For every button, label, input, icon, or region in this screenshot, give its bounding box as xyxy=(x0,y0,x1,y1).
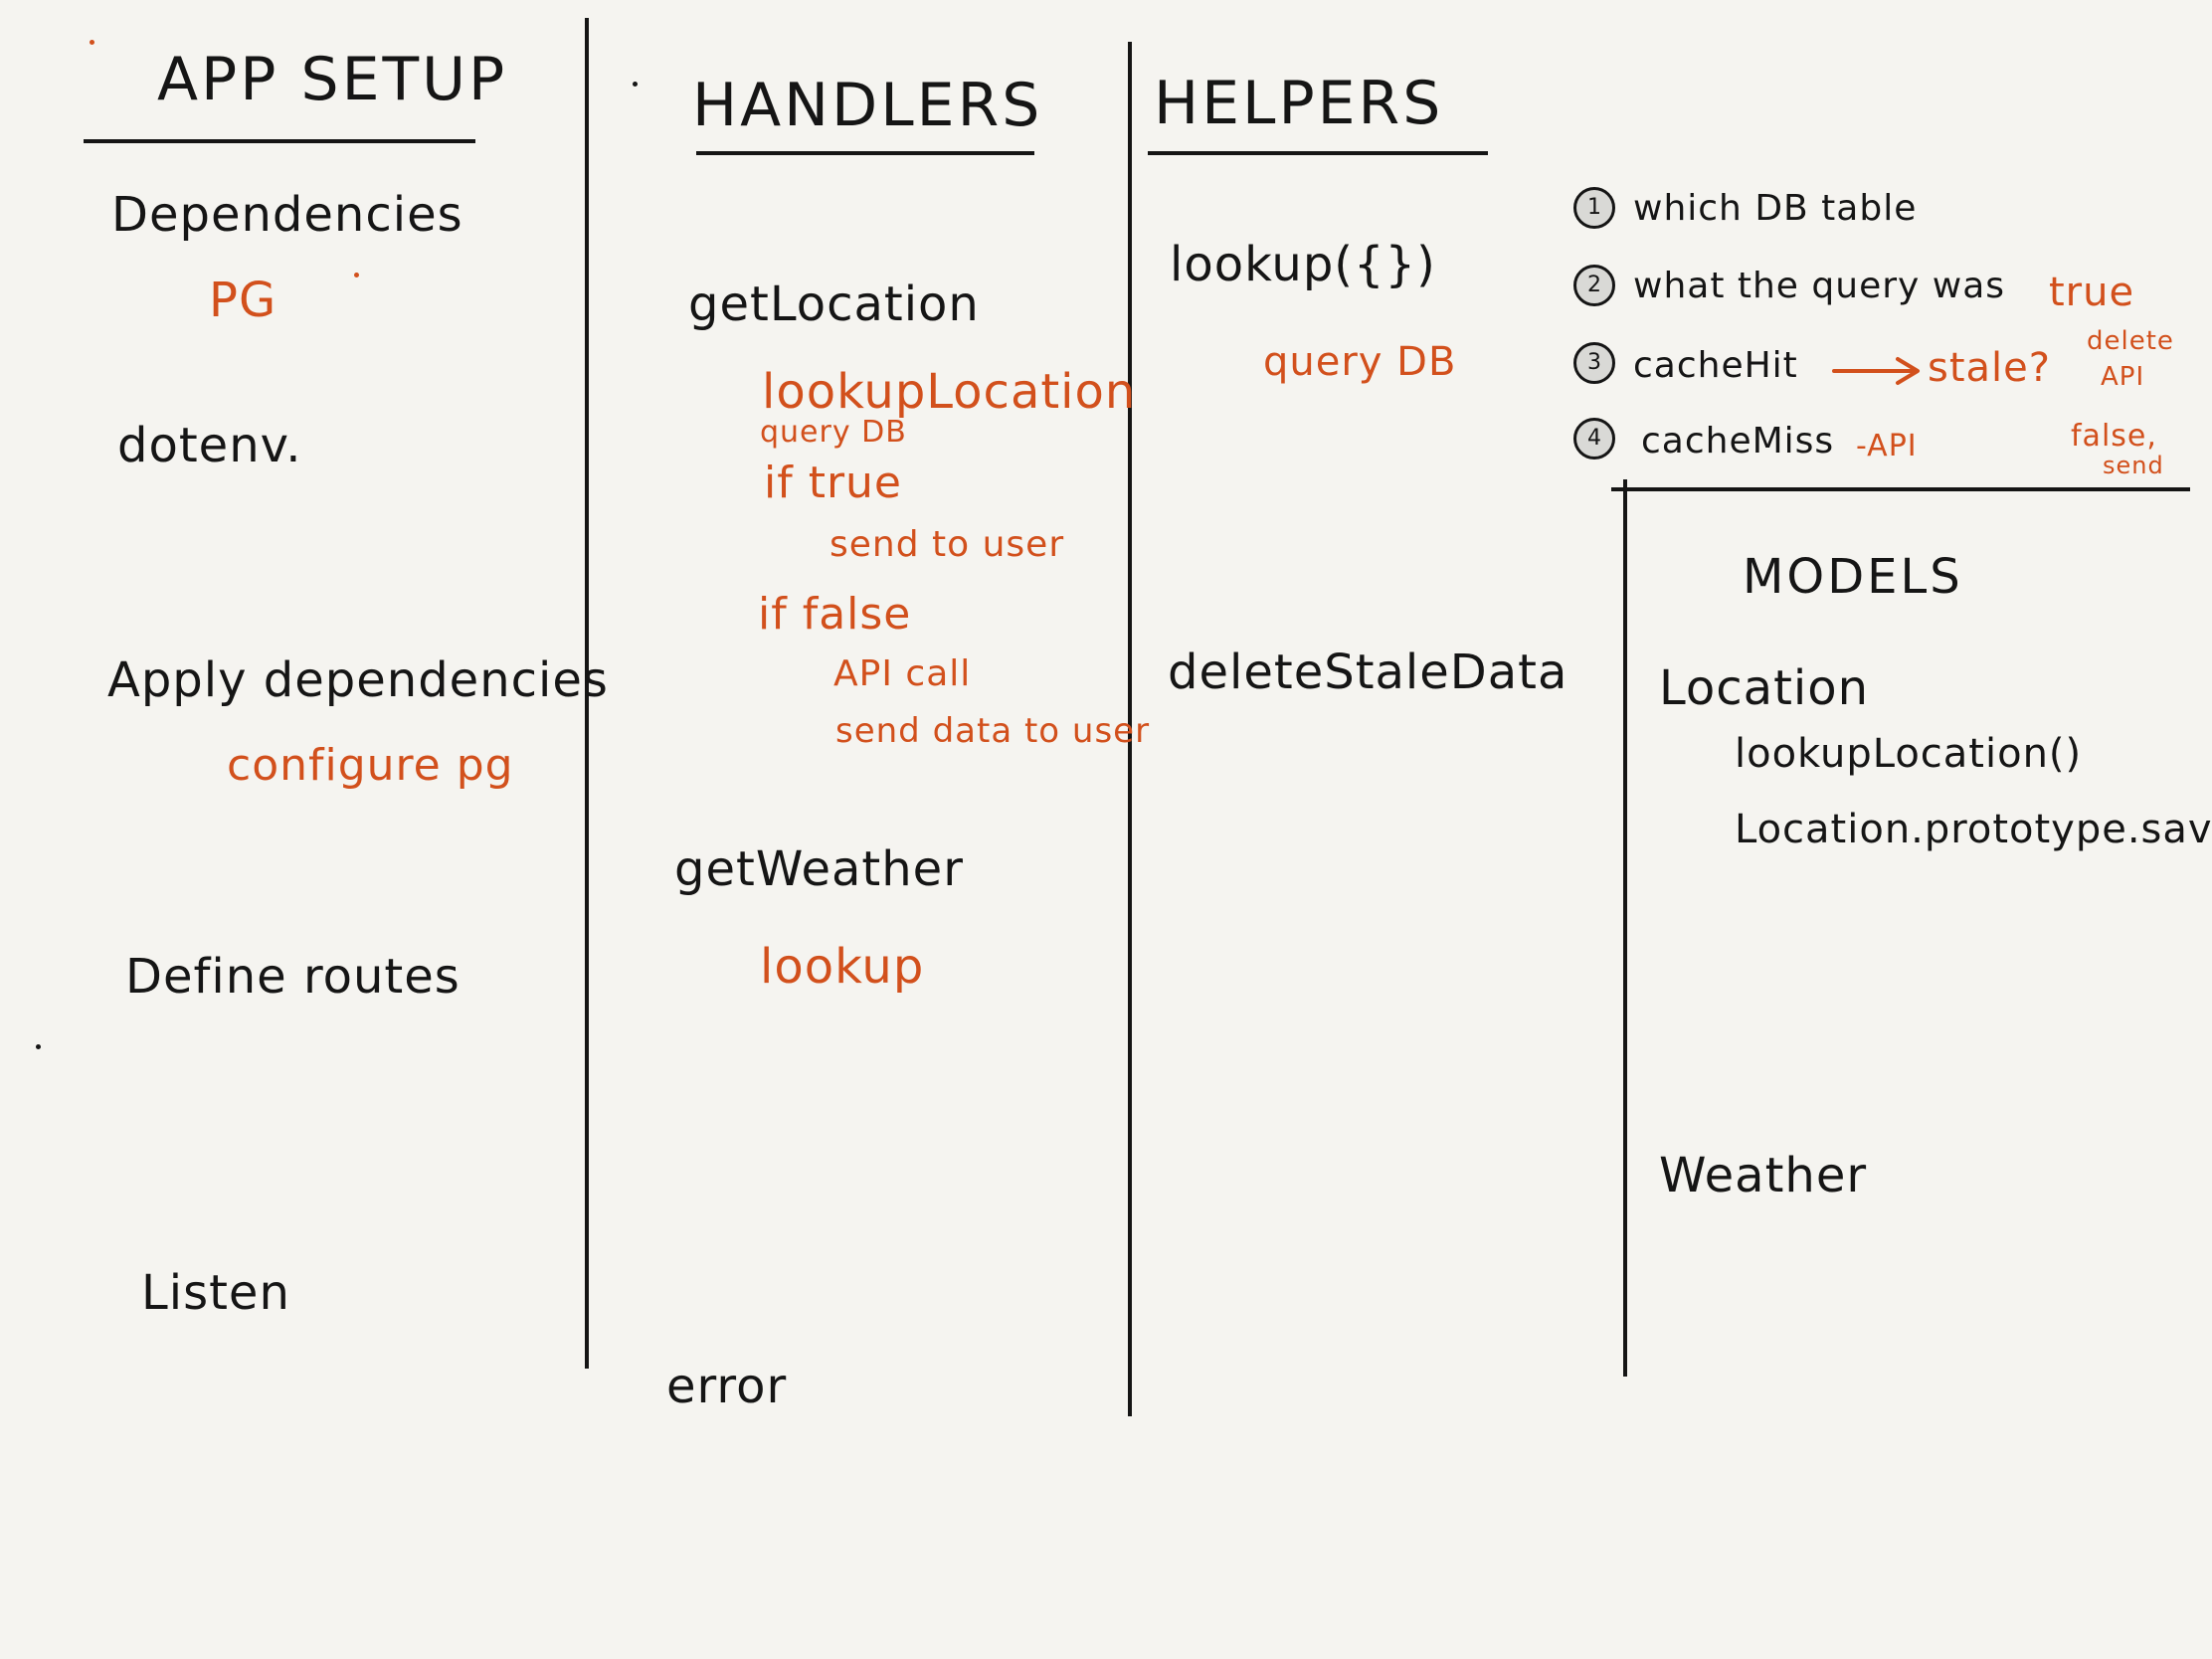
send-to-user-label: send to user xyxy=(830,524,1065,565)
models-heading: MODELS xyxy=(1743,549,1963,605)
note-number-badge: 1 xyxy=(1573,187,1615,229)
define-routes-label: Define routes xyxy=(125,949,461,1005)
apply-dependencies-label: Apply dependencies xyxy=(107,652,609,708)
ink-dot xyxy=(36,1044,41,1049)
lookup-location-label: lookupLocation xyxy=(762,364,1137,420)
divider-helpers-models xyxy=(1623,479,1627,1377)
ink-dot xyxy=(633,82,638,87)
note-cache-hit: cacheHit xyxy=(1633,345,1798,386)
get-weather-label: getWeather xyxy=(674,841,964,897)
query-db-label: query DB xyxy=(760,415,907,450)
api-suffix: -API xyxy=(1856,429,1918,463)
send-data-to-user-label: send data to user xyxy=(835,711,1151,751)
underline-app-setup xyxy=(84,139,475,143)
if-false-label: if false xyxy=(758,589,912,640)
lookup-helper-label: lookup({}) xyxy=(1170,237,1436,292)
prototype-save-method: Location.prototype.save xyxy=(1735,807,2212,852)
note-number-badge: 4 xyxy=(1573,418,1615,460)
send-note: send xyxy=(2103,452,2164,479)
configure-pg-label: configure pg xyxy=(227,740,514,791)
underline-helpers xyxy=(1148,151,1488,155)
api-note: API xyxy=(2101,362,2145,392)
note-cache-miss: cacheMiss xyxy=(1641,421,1835,461)
lookup-location-method: lookupLocation() xyxy=(1735,731,2083,777)
delete-stale-data-label: deleteStaleData xyxy=(1168,645,1568,700)
note-which-db-table: which DB table xyxy=(1633,188,1918,229)
note-number-badge: 2 xyxy=(1573,265,1615,306)
location-model-label: Location xyxy=(1659,660,1870,716)
api-call-label: API call xyxy=(833,653,972,694)
handlers-heading: HANDLERS xyxy=(692,71,1043,140)
ink-dot xyxy=(354,273,359,277)
listen-label: Listen xyxy=(141,1265,290,1321)
get-location-label: getLocation xyxy=(688,276,980,332)
underline-handlers xyxy=(696,151,1034,155)
delete-note: delete xyxy=(2087,326,2174,356)
arrow-right-icon xyxy=(1832,357,1920,385)
app-setup-heading: APP SETUP xyxy=(157,45,508,114)
ink-dot xyxy=(90,40,94,45)
divider-handlers-helpers xyxy=(1128,42,1132,1416)
false-note: false, xyxy=(2071,419,2157,454)
note-what-the-query-was: what the query was xyxy=(1633,266,2006,306)
dotenv-label: dotenv. xyxy=(117,418,302,473)
pg-label: PG xyxy=(209,273,277,328)
helper-query-db-label: query DB xyxy=(1263,339,1457,385)
divider-setup-handlers xyxy=(585,18,589,1369)
dependencies-label: Dependencies xyxy=(111,187,463,243)
models-top-rule xyxy=(1611,487,2190,491)
error-label: error xyxy=(666,1359,788,1414)
lookup-label: lookup xyxy=(760,939,925,995)
note-number-badge: 3 xyxy=(1573,342,1615,384)
weather-model-label: Weather xyxy=(1659,1148,1868,1203)
true-note: true xyxy=(2049,270,2135,315)
if-true-label: if true xyxy=(764,458,902,508)
stale-question: stale? xyxy=(1928,345,2051,391)
helpers-heading: HELPERS xyxy=(1154,69,1444,138)
